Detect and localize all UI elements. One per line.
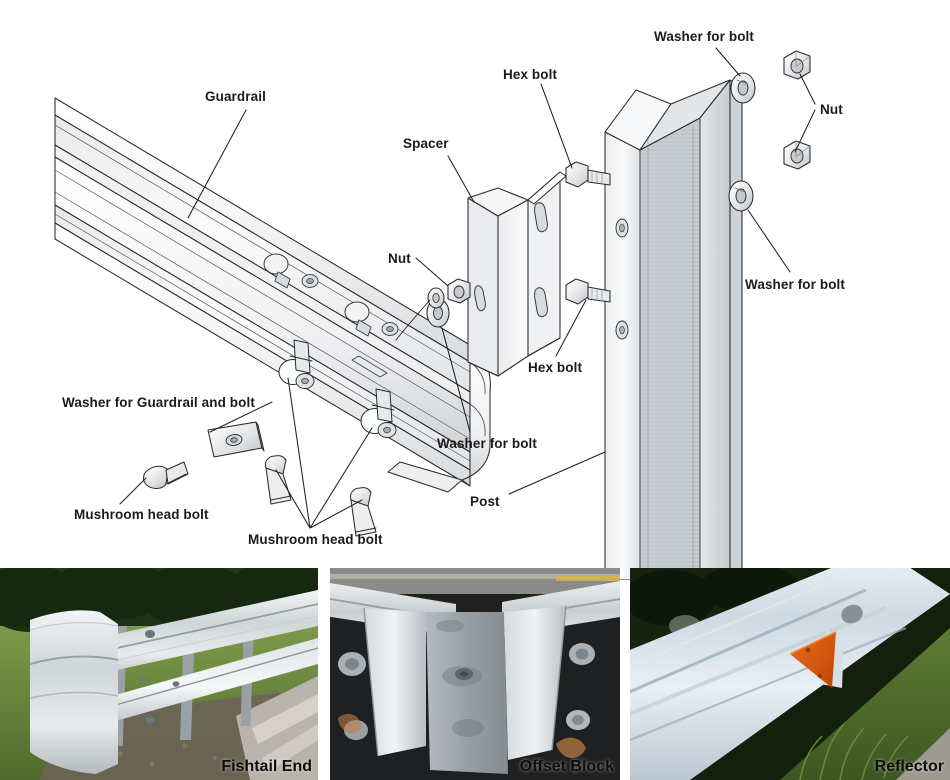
photo-caption-fishtail-end: Fishtail End xyxy=(221,758,312,775)
guardrail-bolt-holes xyxy=(263,253,399,378)
exploded-assembly-diagram xyxy=(54,47,816,580)
label-washer-for-guardrail-and-bolt: Washer for Guardrail and bolt xyxy=(62,395,255,410)
photo-caption-offset-block: Offset Block xyxy=(519,758,614,775)
hex-bolt-lower xyxy=(565,278,611,305)
label-washer-for-bolt-right: Washer for bolt xyxy=(745,277,846,292)
post-channel xyxy=(604,79,743,580)
guardrail-w-beam xyxy=(54,97,491,493)
photo-strip: Fishtail End xyxy=(0,568,950,780)
mushroom-head-bolt-loose-2 xyxy=(265,455,292,505)
label-spacer: Spacer xyxy=(403,136,449,151)
photo-fishtail-end: Fishtail End xyxy=(0,568,318,780)
label-mushroom-head-bolt-left: Mushroom head bolt xyxy=(74,507,209,522)
photo-caption-reflector: Reflector xyxy=(874,758,944,775)
photo-offset-block: Offset Block xyxy=(330,568,620,780)
mushroom-bolt-installed-1 xyxy=(278,339,315,389)
reflector-image xyxy=(630,568,950,780)
round-washer-rail xyxy=(427,287,445,309)
hex-bolt-upper xyxy=(565,161,611,188)
label-post: Post xyxy=(470,494,500,509)
label-guardrail: Guardrail xyxy=(205,89,266,104)
hex-nut-top-right xyxy=(783,50,811,80)
spacer-channel xyxy=(467,171,567,377)
label-nut-right: Nut xyxy=(820,102,843,117)
offset-block-image xyxy=(330,568,620,780)
leader-lines xyxy=(119,47,816,529)
label-hex-bolt-bottom: Hex bolt xyxy=(528,360,583,375)
hex-nut-bottom-right xyxy=(783,140,811,170)
photo-reflector: Reflector xyxy=(630,568,950,780)
label-washer-for-bolt-mid: Washer for bolt xyxy=(437,436,538,451)
mushroom-head-bolt-loose-3 xyxy=(350,487,377,537)
round-washer-right xyxy=(728,180,754,212)
mushroom-head-bolt-loose-1 xyxy=(142,461,189,489)
round-washer-top xyxy=(730,72,756,104)
label-washer-for-bolt-top: Washer for bolt xyxy=(654,29,755,44)
fishtail-end-image xyxy=(0,568,318,780)
label-mushroom-head-bolt-center: Mushroom head bolt xyxy=(248,532,383,547)
hex-nut-left xyxy=(447,278,471,304)
label-nut-left: Nut xyxy=(388,251,411,266)
rectangular-washer-plate xyxy=(207,421,265,458)
mushroom-bolt-installed-2 xyxy=(360,388,397,438)
label-hex-bolt-top: Hex bolt xyxy=(503,67,558,82)
